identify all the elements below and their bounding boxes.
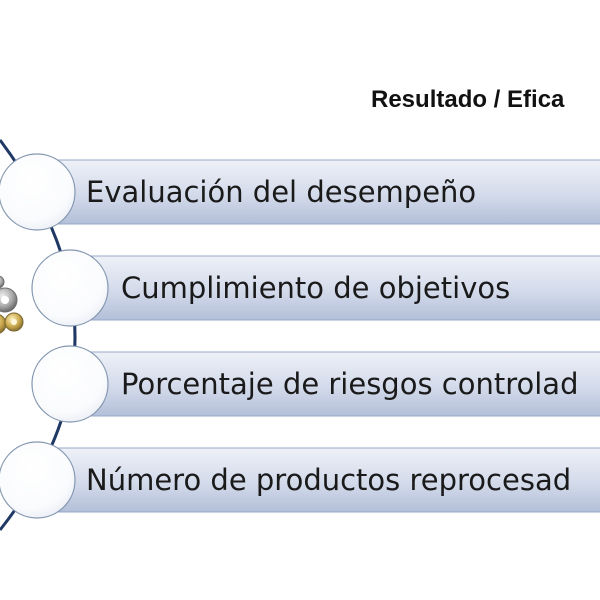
item-bar-4 [37,447,600,513]
item-circle-1 [0,153,76,231]
item-circle-3 [31,345,109,423]
item-circle-4 [0,441,76,519]
item-circle-2 [31,249,109,327]
item-label-4: Número de productos reprocesad [86,463,572,497]
item-label-1: Evaluación del desempeño [86,175,477,209]
item-bar-2 [69,255,600,321]
gears-icon [0,275,24,334]
item-label-2: Cumplimiento de objetivos [121,271,511,305]
item-label-3: Porcentaje de riesgos controlad [121,367,579,401]
item-bar-1 [37,159,600,225]
diagram-heading: Resultado / Efica [371,86,565,113]
item-bar-3 [69,351,600,417]
